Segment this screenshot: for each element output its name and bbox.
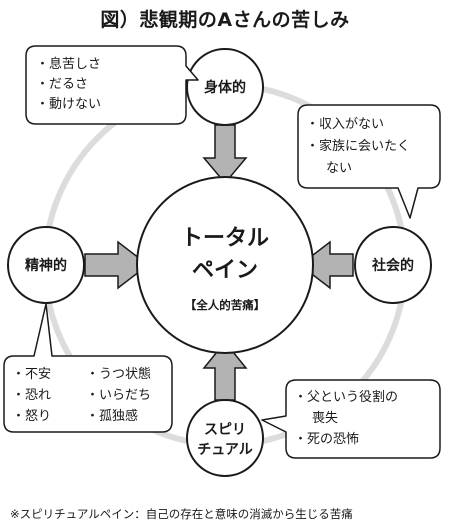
- bubble-physical: ・息苦しさ ・だるさ ・動けない: [25, 45, 199, 125]
- bubble-mental-item-4: ・うつ状態: [86, 366, 151, 382]
- arrow-mental-to-center: [84, 240, 150, 290]
- bubble-spiritual: ・父という役割の 喪失 ・死の恐怖: [261, 379, 441, 459]
- bubble-spiritual-item-1: ・父という役割の: [294, 389, 398, 405]
- bubble-mental: ・不安 ・恐れ ・怒り ・うつ状態 ・いらだち ・孤独感: [3, 303, 173, 433]
- bubble-social: ・収入がない ・家族に会いたく ない: [297, 104, 441, 219]
- bubble-physical-item-3: ・動けない: [36, 97, 101, 112]
- node-physical-label: 身体的: [204, 79, 246, 96]
- node-spiritual-label-line1: スピリ: [204, 422, 246, 438]
- bubble-mental-item-1: ・不安: [12, 367, 51, 382]
- figure-title: 図）悲観期のAさんの苦しみ: [100, 9, 350, 31]
- center-circle: [136, 176, 314, 354]
- center-title-line1: トータル: [181, 226, 269, 251]
- center-subtitle: 【全人的苦痛】: [185, 298, 266, 312]
- bubble-social-item-3: ない: [326, 161, 352, 176]
- arrow-spiritual-to-center: [202, 340, 248, 401]
- bubble-spiritual-item-2: 喪失: [312, 411, 338, 426]
- node-spiritual-label-line2: チュアル: [197, 442, 253, 458]
- node-social-label: 社会的: [371, 257, 414, 274]
- node-mental-label: 精神的: [25, 257, 67, 274]
- bubble-mental-item-5: ・いらだち: [86, 388, 151, 403]
- arrow-social-to-center: [298, 240, 354, 290]
- bubble-social-item-2: ・家族に会いたく: [306, 138, 410, 154]
- node-mental: [7, 226, 85, 304]
- bubble-social-item-1: ・収入がない: [306, 117, 384, 132]
- bubble-spiritual-item-3: ・死の恐怖: [294, 431, 359, 447]
- bubble-mental-item-6: ・孤独感: [86, 408, 138, 424]
- footnote: ※スピリチュアルペイン：自己の存在と意味の消滅から生じる苦痛: [10, 507, 353, 521]
- arrow-physical-to-center: [202, 124, 248, 185]
- bubble-mental-item-3: ・怒り: [12, 409, 51, 424]
- node-spiritual: [186, 399, 264, 477]
- bubble-physical-item-1: ・息苦しさ: [36, 56, 101, 72]
- node-social: [354, 226, 432, 304]
- bubble-physical-item-2: ・だるさ: [36, 77, 88, 92]
- bubble-mental-item-2: ・恐れ: [12, 388, 51, 403]
- center-title-line2: ペイン: [192, 258, 258, 283]
- node-physical: [186, 48, 264, 126]
